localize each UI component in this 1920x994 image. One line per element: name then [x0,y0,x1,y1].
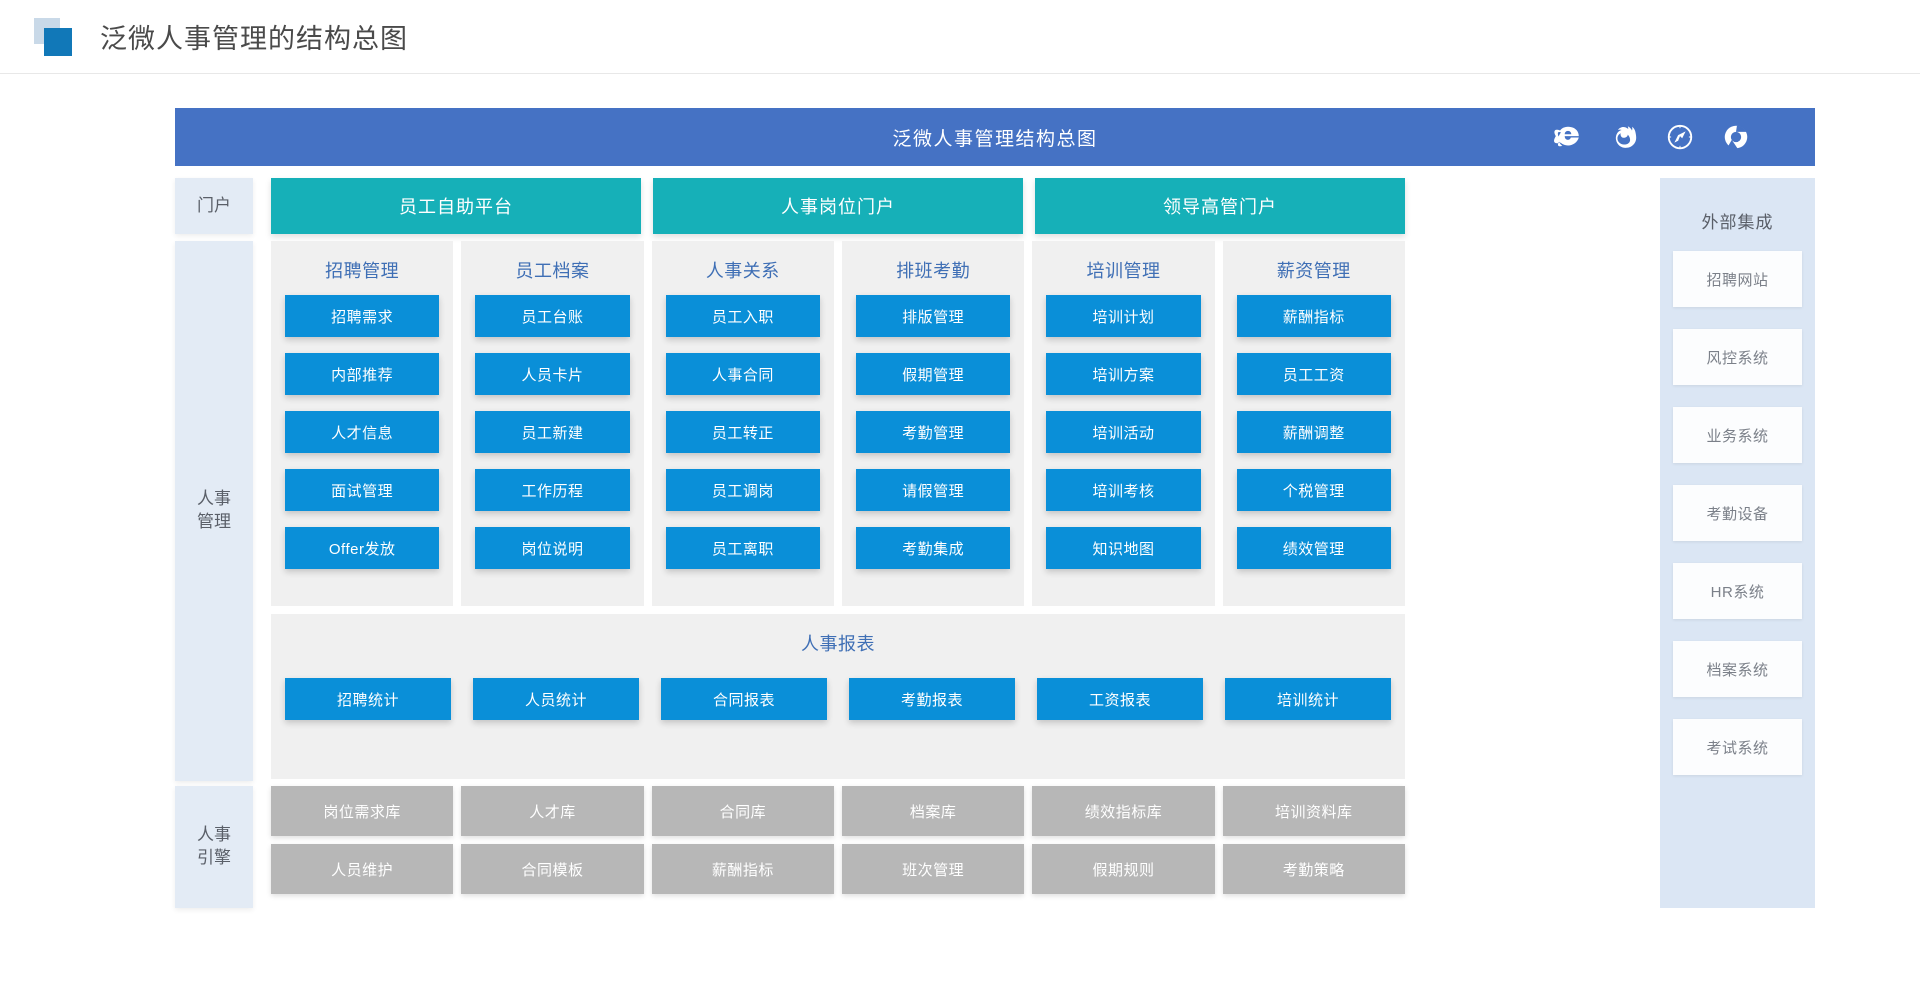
external-integration-panel: 外部集成 招聘网站 风控系统 业务系统 考勤设备 HR系统 档案系统 考试系统 [1660,178,1815,908]
module-tile[interactable]: 薪酬指标 [1236,295,1391,337]
integration-title: 外部集成 [1701,213,1774,232]
engine-tile[interactable]: 人员维护 [271,844,454,894]
engine-row-2: 人员维护 合同模板 薪酬指标 班次管理 假期规则 考勤策略 [271,844,1405,894]
engine-section: 岗位需求库 人才库 合同库 档案库 绩效指标库 培训资料库 人员维护 合同模板 … [271,786,1405,908]
module-tile[interactable]: 培训考核 [1046,469,1201,511]
module-column-title: 员工档案 [515,261,590,281]
engine-tile[interactable]: 合同模板 [461,844,644,894]
engine-tile[interactable]: 班次管理 [841,844,1025,894]
report-tile[interactable]: 培训统计 [1225,678,1391,720]
module-tile[interactable]: 培训活动 [1046,411,1201,453]
module-tile[interactable]: 薪酬调整 [1236,411,1391,453]
reports-section: 人事报表 招聘统计 人员统计 合同报表 考勤报表 工资报表 培训统计 [271,614,1405,779]
module-tile[interactable]: 员工入职 [665,295,820,337]
module-tile[interactable]: 人员卡片 [475,353,630,395]
module-tile[interactable]: 员工调岗 [665,469,820,511]
module-tile[interactable]: 知识地图 [1046,527,1201,569]
engine-tile[interactable]: 档案库 [841,786,1025,836]
structure-diagram: 泛微人事管理结构总图 门户 [175,108,1815,988]
portal-button-employee-self-service[interactable]: 员工自助平台 [271,178,641,234]
banner-title: 泛微人事管理结构总图 [892,128,1098,150]
integration-item-recruitment-site[interactable]: 招聘网站 [1673,251,1802,307]
safari-icon [1667,124,1693,150]
report-tile[interactable]: 工资报表 [1037,678,1203,720]
module-column-training: 培训管理 培训计划 培训方案 培训活动 培训考核 知识地图 [1032,241,1215,606]
module-tile[interactable]: 培训计划 [1046,295,1201,337]
module-column-scheduling-attendance: 排班考勤 排版管理 假期管理 考勤管理 请假管理 考勤集成 [841,241,1025,606]
module-column-title: 培训管理 [1086,261,1161,281]
module-tile[interactable]: 请假管理 [855,469,1011,511]
module-tile[interactable]: 假期管理 [855,353,1011,395]
integration-item-hr-system[interactable]: HR系统 [1673,563,1802,619]
module-column-title: 薪资管理 [1276,261,1351,281]
module-tile[interactable]: 人事合同 [665,353,820,395]
module-tile[interactable]: Offer发放 [285,527,440,569]
module-tile[interactable]: 培训方案 [1046,353,1201,395]
module-column-title: 人事关系 [705,261,780,281]
integration-item-business-system[interactable]: 业务系统 [1673,407,1802,463]
engine-tile[interactable]: 培训资料库 [1222,786,1405,836]
module-tile[interactable]: 人才信息 [285,411,440,453]
portal-button-hr-position[interactable]: 人事岗位门户 [653,178,1023,234]
rail-label-hr-engine: 人事 引擎 [175,786,253,908]
rail-engine-line2: 引擎 [197,848,231,867]
engine-tile[interactable]: 人才库 [461,786,644,836]
module-tile[interactable]: 考勤管理 [855,411,1011,453]
module-tile[interactable]: 员工新建 [475,411,630,453]
module-tile[interactable]: 岗位说明 [475,527,630,569]
engine-tile[interactable]: 合同库 [651,786,834,836]
module-column-title: 排班考勤 [896,261,971,281]
report-tile[interactable]: 人员统计 [473,678,639,720]
integration-item-archive-system[interactable]: 档案系统 [1673,641,1802,697]
page-title: 泛微人事管理的结构总图 [100,24,408,54]
module-tile[interactable]: 排版管理 [855,295,1011,337]
portal-button-executive[interactable]: 领导高管门户 [1035,178,1405,234]
module-column-recruitment: 招聘管理 招聘需求 内部推荐 人才信息 面试管理 Offer发放 [271,241,454,606]
module-tile[interactable]: 员工工资 [1236,353,1391,395]
module-columns: 招聘管理 招聘需求 内部推荐 人才信息 面试管理 Offer发放 员工档案 员工… [271,241,1405,606]
module-column-hr-relations: 人事关系 员工入职 人事合同 员工转正 员工调岗 员工离职 [651,241,834,606]
module-tile[interactable]: 员工转正 [665,411,820,453]
engine-tile[interactable]: 假期规则 [1032,844,1215,894]
engine-tile[interactable]: 绩效指标库 [1032,786,1215,836]
rail-hr-line1: 人事 [197,489,231,509]
logo-square-front [44,27,72,56]
module-tile[interactable]: 工作历程 [475,469,630,511]
rail-hr-line2: 管理 [197,512,231,531]
engine-tile[interactable]: 考勤策略 [1222,844,1405,894]
rail-engine-line1: 人事 [197,825,231,845]
module-column-employee-file: 员工档案 员工台账 人员卡片 员工新建 工作历程 岗位说明 [461,241,644,606]
rail-portal-text: 门户 [197,195,231,215]
module-tile[interactable]: 内部推荐 [285,353,440,395]
engine-tile[interactable]: 岗位需求库 [271,786,454,836]
rail-label-hr-management: 人事 管理 [175,241,253,781]
report-tile[interactable]: 招聘统计 [285,678,451,720]
report-tile[interactable]: 考勤报表 [849,678,1015,720]
integration-item-exam-system[interactable]: 考试系统 [1673,719,1802,775]
module-tile[interactable]: 员工离职 [665,527,820,569]
module-tile[interactable]: 个税管理 [1236,469,1391,511]
module-tile[interactable]: 考勤集成 [855,527,1011,569]
firefox-icon [1615,126,1637,148]
module-tile[interactable]: 面试管理 [285,469,440,511]
engine-tile[interactable]: 薪酬指标 [651,844,834,894]
page-header: 泛微人事管理的结构总图 [0,0,1920,74]
integration-item-attendance-device[interactable]: 考勤设备 [1673,485,1802,541]
reports-tile-row: 招聘统计 人员统计 合同报表 考勤报表 工资报表 培训统计 [285,678,1391,720]
module-tile[interactable]: 绩效管理 [1236,527,1391,569]
module-tile[interactable]: 员工台账 [475,295,630,337]
integration-item-risk-control[interactable]: 风控系统 [1673,329,1802,385]
diagram-banner: 泛微人事管理结构总图 [175,108,1815,166]
module-column-payroll: 薪资管理 薪酬指标 员工工资 薪酬调整 个税管理 绩效管理 [1222,241,1405,606]
report-tile[interactable]: 合同报表 [661,678,827,720]
two-squares-logo-icon [34,15,80,59]
engine-row-1: 岗位需求库 人才库 合同库 档案库 绩效指标库 培训资料库 [271,786,1405,836]
browser-icon-group [1553,122,1751,152]
module-column-title: 招聘管理 [325,261,400,281]
internet-explorer-icon [1554,126,1579,147]
module-tile[interactable]: 招聘需求 [285,295,440,337]
chrome-icon [1724,125,1748,150]
rail-label-portal: 门户 [175,178,253,234]
reports-title: 人事报表 [801,634,875,654]
